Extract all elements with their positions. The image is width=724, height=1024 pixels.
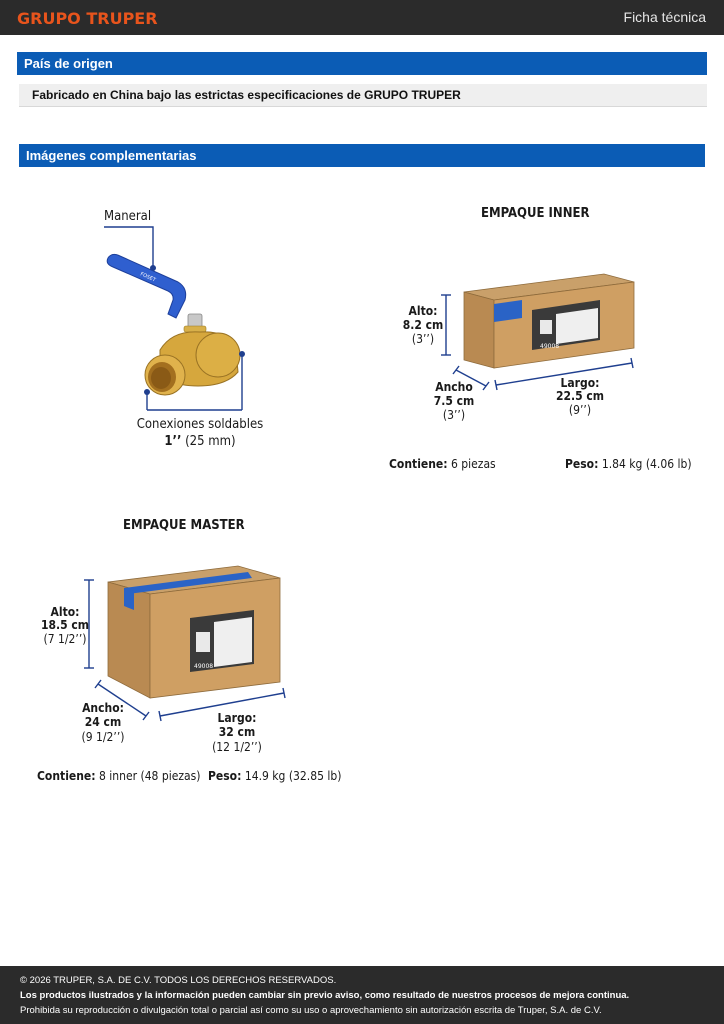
master-weight-label: Peso: <box>208 769 242 783</box>
inner-height-cm: 8.2 cm <box>402 318 444 332</box>
connection-size-mm: (25 mm) <box>185 434 236 449</box>
inner-box-code: 49008 <box>540 343 559 350</box>
master-length-label: Largo: <box>217 711 257 725</box>
inner-width-in: (3’’) <box>442 408 466 422</box>
inner-height-label: Alto: <box>408 304 438 318</box>
master-height-cm: 18.5 cm <box>40 618 90 632</box>
inner-height-in: (3’’) <box>411 332 435 346</box>
footer-notice: Los productos ilustrados y la informació… <box>20 990 630 1001</box>
master-width-label: Ancho: <box>82 701 124 715</box>
footer-prohibition: Prohibida su reproducción o divulgación … <box>20 1005 602 1016</box>
inner-weight: Peso: 1.84 kg (4.06 lb) <box>565 457 692 471</box>
document-type: Ficha técnica <box>623 9 706 25</box>
connection-size: 1’’ (25 mm) <box>130 434 270 449</box>
master-contains-label: Contiene: <box>37 769 96 783</box>
inner-length-label: Largo: <box>560 376 600 390</box>
master-weight-value: 14.9 kg (32.85 lb) <box>244 769 342 783</box>
master-width-cm: 24 cm <box>84 715 122 729</box>
inner-contains-label: Contiene: <box>389 457 448 471</box>
master-box-code: 49008 <box>194 663 213 670</box>
master-width-in: (9 1/2’’) <box>81 730 125 744</box>
footer: © 2026 TRUPER, S.A. DE C.V. TODOS LOS DE… <box>0 966 724 1024</box>
footer-copyright: © 2026 TRUPER, S.A. DE C.V. TODOS LOS DE… <box>20 975 337 986</box>
inner-width-label: Ancho <box>435 380 473 394</box>
inner-length-cm: 22.5 cm <box>555 389 605 403</box>
master-title: EMPAQUE MASTER <box>123 518 245 533</box>
master-length-in: (12 1/2’’) <box>212 740 262 754</box>
inner-width-cm: 7.5 cm <box>433 394 475 408</box>
master-weight: Peso: 14.9 kg (32.85 lb) <box>208 769 341 783</box>
master-length-cm: 32 cm <box>218 725 256 739</box>
images-section-title: Imágenes complementarias <box>19 144 705 167</box>
brand-logo: GRUPO TRUPER <box>17 9 158 28</box>
inner-contains-value: 6 piezas <box>450 457 496 471</box>
master-height-label: Alto: <box>50 605 80 619</box>
connection-size-inch: 1’’ <box>164 434 182 449</box>
inner-length-in: (9’’) <box>568 403 592 417</box>
inner-weight-value: 1.84 kg (4.06 lb) <box>601 457 692 471</box>
master-height-in: (7 1/2’’) <box>43 632 87 646</box>
master-contains-value: 8 inner (48 piezas) <box>98 769 201 783</box>
origin-section-title: País de origen <box>17 52 707 75</box>
master-contains: Contiene: 8 inner (48 piezas) <box>37 769 200 783</box>
top-bar: GRUPO TRUPER Ficha técnica <box>0 0 724 35</box>
connection-label: Conexiones soldables <box>136 417 264 432</box>
inner-contains: Contiene: 6 piezas <box>389 457 496 471</box>
inner-weight-label: Peso: <box>565 457 599 471</box>
inner-title: EMPAQUE INNER <box>481 206 590 221</box>
origin-text: Fabricado en China bajo las estrictas es… <box>19 84 707 107</box>
handle-label: Maneral <box>104 209 152 224</box>
